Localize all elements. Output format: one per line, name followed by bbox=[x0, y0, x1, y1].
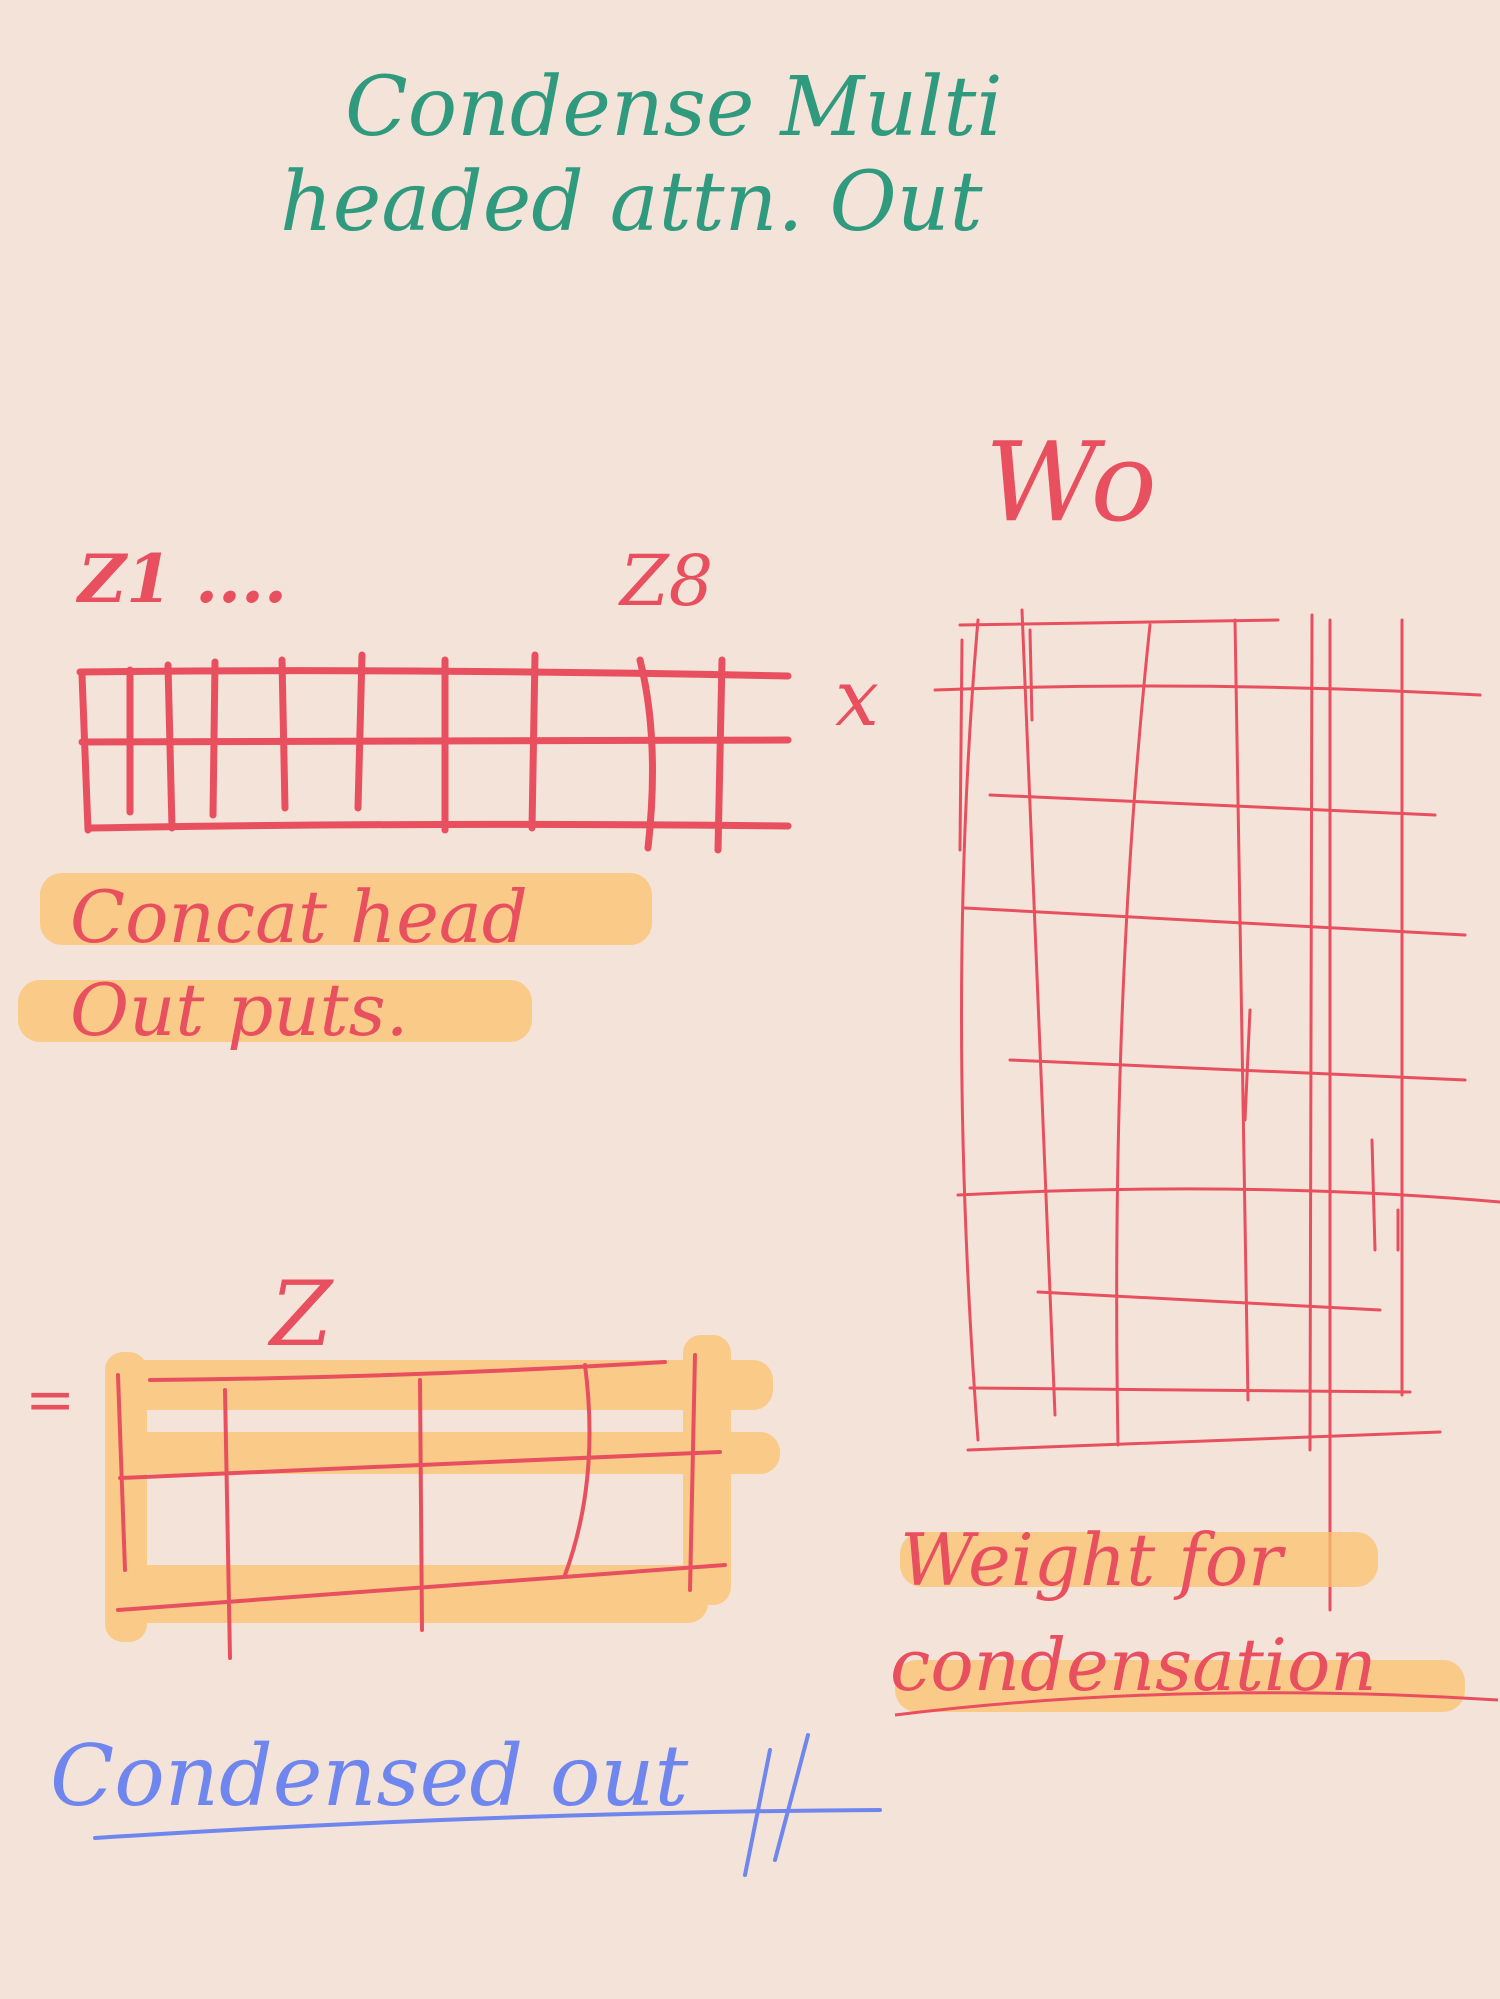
concat-caption-line-2: Out puts. bbox=[70, 968, 408, 1052]
matrix-row-line bbox=[148, 1360, 667, 1382]
matrix-row-line bbox=[958, 618, 1280, 627]
matrix-col-line bbox=[958, 638, 964, 852]
matrix-row-line bbox=[963, 906, 1467, 937]
highlight-stroke bbox=[40, 873, 652, 945]
matrix-col-line bbox=[714, 656, 726, 854]
underline-stroke bbox=[93, 1808, 882, 1840]
equals-sign: = bbox=[25, 1365, 75, 1435]
matrix-col-line bbox=[418, 1378, 424, 1632]
weights-caption-line-1: Weight for bbox=[900, 1518, 1286, 1602]
underline-stroke bbox=[773, 1733, 810, 1862]
title-line-2: headed attn. Out bbox=[280, 155, 984, 250]
weights-caption-highlight bbox=[895, 1532, 1465, 1712]
matrix-row-line bbox=[78, 736, 792, 746]
concat-label-left: Z1 .... bbox=[75, 540, 287, 618]
underline-stroke bbox=[743, 1748, 772, 1877]
matrix-row-line bbox=[968, 1386, 1412, 1394]
matrix-row-line bbox=[956, 1187, 1500, 1204]
highlight-stroke bbox=[900, 1532, 1378, 1587]
matrix-col-line bbox=[354, 651, 366, 812]
condensed-caption-underline bbox=[93, 1733, 882, 1877]
matrix-col-line bbox=[164, 661, 176, 832]
matrix-row-line bbox=[1008, 1058, 1467, 1082]
condensed-caption: Condensed out bbox=[50, 1727, 688, 1825]
matrix-col-line bbox=[1243, 1008, 1252, 1122]
matrix-row-line bbox=[1036, 1290, 1382, 1312]
matrix-col-line bbox=[528, 651, 539, 832]
matrix-row-line bbox=[988, 793, 1437, 817]
title: Condense Multi headed attn. Out bbox=[280, 60, 1003, 250]
matrix-col-line bbox=[278, 656, 289, 812]
title-line-1: Condense Multi bbox=[345, 60, 1003, 155]
matrix-col-line bbox=[223, 1388, 232, 1660]
matrix-col-line bbox=[563, 1363, 592, 1577]
weight-matrix bbox=[933, 608, 1500, 1612]
matrix-row-line bbox=[76, 667, 792, 680]
matrix-row-line bbox=[966, 1430, 1442, 1452]
caption-highlight bbox=[18, 873, 652, 1042]
concat-label-right: Z8 bbox=[618, 540, 713, 622]
matrix-col-line bbox=[960, 618, 980, 1442]
multiply-sign: x bbox=[835, 654, 879, 744]
matrix-col-line bbox=[1370, 1138, 1377, 1252]
matrix-col-line bbox=[1020, 608, 1057, 1417]
weights-caption-underline bbox=[894, 1691, 1499, 1717]
matrix-col-line bbox=[116, 1373, 127, 1572]
highlight-stroke bbox=[18, 980, 532, 1042]
matrix-col-line bbox=[78, 671, 92, 834]
matrix-row-line bbox=[933, 684, 1482, 697]
condensed-highlight bbox=[105, 1335, 780, 1642]
weights-label: Wo bbox=[985, 418, 1157, 546]
condensed-label: Z bbox=[267, 1262, 334, 1367]
matrix-col-line bbox=[1028, 628, 1034, 722]
highlight-stroke bbox=[118, 1360, 773, 1410]
highlight-stroke bbox=[895, 1660, 1465, 1712]
matrix-col-line bbox=[688, 1353, 697, 1592]
matrix-row-line bbox=[86, 820, 792, 832]
matrix-col-line bbox=[209, 658, 219, 819]
condensed-matrix bbox=[116, 1353, 727, 1660]
concat-caption-line-1: Concat head bbox=[70, 875, 528, 959]
matrix-col-line bbox=[1115, 623, 1152, 1447]
matrix-col-line bbox=[1233, 618, 1250, 1402]
matrix-col-line bbox=[1308, 613, 1314, 1452]
matrix-col-line bbox=[636, 656, 656, 852]
highlight-stroke bbox=[112, 1432, 780, 1474]
highlight-stroke bbox=[118, 1565, 708, 1623]
concat-heads-matrix bbox=[76, 651, 792, 854]
